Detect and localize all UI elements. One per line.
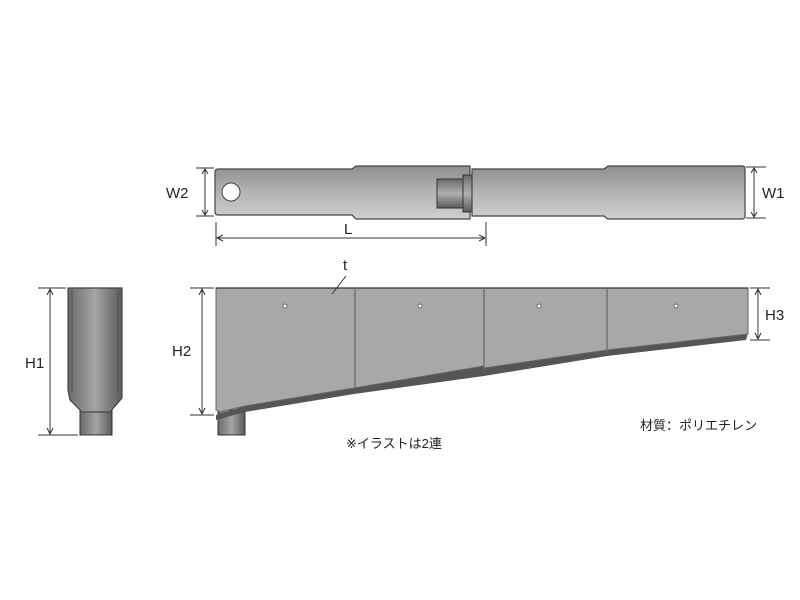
- dimension-l: L: [215, 221, 487, 246]
- dimension-t: t: [331, 257, 348, 295]
- dimension-w2: W2: [166, 167, 214, 217]
- label-t: t: [343, 257, 348, 274]
- mount-hole: [673, 303, 679, 309]
- material-note: 材質：ポリエチレン: [640, 418, 757, 433]
- dimension-w1: W1: [746, 166, 785, 219]
- connector-flange: [462, 174, 473, 213]
- drain-hole: [221, 182, 241, 202]
- label-w1: W1: [762, 185, 785, 202]
- left-segment: [214, 165, 471, 220]
- mount-hole: [536, 303, 542, 309]
- label-h3: H3: [765, 307, 784, 324]
- label-h1: H1: [25, 355, 44, 372]
- label-h2: H2: [172, 343, 191, 360]
- illustration-note: ※イラストは2連: [346, 436, 442, 451]
- label-w2: W2: [166, 185, 189, 202]
- end-view: H1: [25, 287, 123, 436]
- side-body: [215, 287, 749, 413]
- end-body: [67, 287, 123, 413]
- dimension-h3: H3: [750, 287, 784, 341]
- label-l: L: [344, 221, 352, 238]
- mount-hole: [417, 303, 423, 309]
- top-view: W2 W1 L: [166, 165, 785, 246]
- dimension-h1: H1: [25, 287, 78, 436]
- side-shadow: [216, 333, 748, 420]
- side-view: t H2 H3: [172, 257, 784, 436]
- dimension-h2: H2: [172, 287, 214, 416]
- mount-hole: [282, 303, 288, 309]
- right-segment: [471, 165, 746, 220]
- connector-cylinder: [436, 178, 464, 209]
